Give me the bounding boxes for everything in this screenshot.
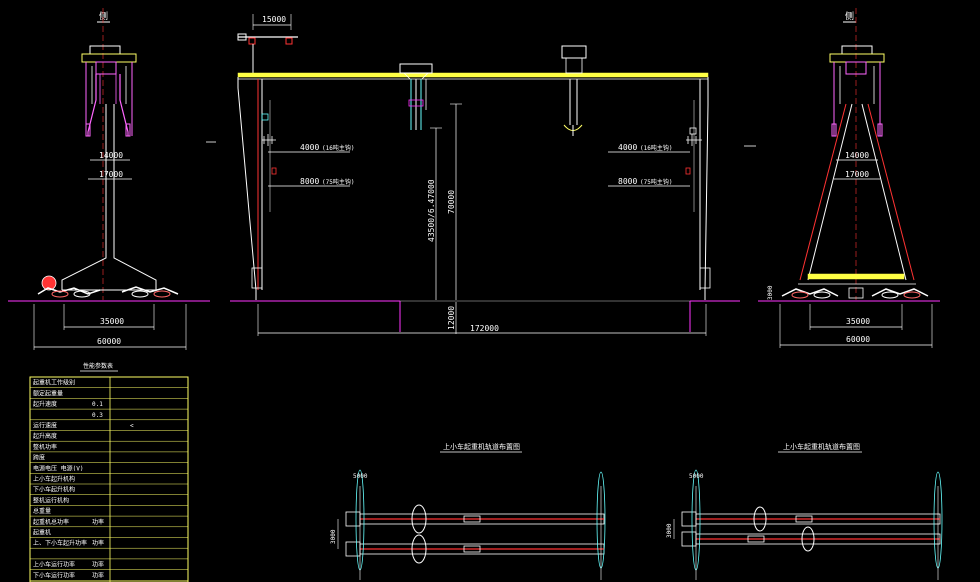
front-dim-8000-left-note: (75吨主钩): [322, 178, 354, 186]
left-side-view: 侧 14000 17000: [8, 8, 210, 350]
table-cell-unit: 功率: [92, 571, 104, 579]
front-dim-8000-right: 8000: [618, 177, 637, 186]
plan-right-dim-a: 5000: [689, 473, 704, 480]
table-cell-value: <: [130, 423, 134, 430]
table-cell-label: 起升高度: [33, 432, 57, 440]
left-view-mark: 侧: [99, 10, 108, 22]
front-dim-height-1: 43500/6.47000: [427, 179, 436, 242]
table-cell-label: 运行速度: [33, 422, 57, 430]
table-cell-label: 上、下小车起升功率: [33, 539, 87, 547]
table-cell-label: 起重机: [33, 529, 51, 537]
left-dim-35000: 35000: [100, 317, 124, 326]
right-view-mark: 侧: [845, 10, 854, 22]
front-dim-4000-left-note: (16吨主钩): [322, 144, 354, 152]
right-side-view: 侧 14000 17000 3000: [758, 8, 940, 348]
front-dim-4000-right-note: (16吨主钩): [640, 144, 672, 152]
right-dim-17000: 17000: [845, 170, 869, 179]
left-dim-17000: 17000: [99, 170, 123, 179]
table-cell-label: 上小车运行功率: [33, 561, 75, 569]
table-cell-unit: 0.3: [92, 412, 103, 419]
front-dim-4000-left: 4000: [300, 143, 319, 152]
table-cell-label: 跨度: [33, 454, 45, 462]
plan-right: 上小车起重机轨道布置图 5000 3000: [666, 442, 943, 580]
right-dim-14000: 14000: [845, 151, 869, 160]
table-cell-label: 下小车起升机构: [33, 486, 75, 494]
table-cell-unit: 0.1: [92, 401, 103, 408]
front-dim-8000-right-note: (75吨主钩): [640, 178, 672, 186]
plan-left-dim-a: 5000: [353, 473, 368, 480]
table-cell-label: 电源电压 电源(V): [33, 464, 83, 472]
plan-left: 上小车起重机轨道布置图 5000 3000: [330, 442, 606, 580]
table-cell-label: 起重机总功率: [33, 518, 69, 526]
front-dim-height-2: 70000: [447, 190, 456, 214]
table-cell-label: 起升速度: [33, 400, 57, 408]
table-cell-label: 整机功率: [33, 443, 57, 451]
plan-left-title: 上小车起重机轨道布置图: [443, 442, 520, 451]
front-dim-4000-right: 4000: [618, 143, 637, 152]
left-dim-60000: 60000: [97, 337, 121, 346]
table-title: 性能参数表: [83, 362, 113, 370]
table-cell-label: 总重量: [33, 507, 51, 515]
plan-right-title: 上小车起重机轨道布置图: [783, 442, 860, 451]
front-dim-trolley: 15000: [262, 15, 286, 24]
left-dim-14000: 14000: [99, 151, 123, 160]
table-cell-unit: 功率: [92, 561, 104, 569]
front-dim-base: 12000: [447, 306, 456, 330]
table-cell-label: 上小车起升机构: [33, 475, 75, 483]
table-cell-unit: 功率: [92, 518, 104, 526]
table-cell-label: 起重机工作级别: [33, 379, 75, 387]
right-dim-35000: 35000: [846, 317, 870, 326]
plan-right-dim-b: 3000: [666, 523, 673, 538]
right-dim-60000: 60000: [846, 335, 870, 344]
table-cell-label: 下小车运行功率: [33, 571, 75, 579]
table-cell-label: 额定起重量: [33, 389, 63, 397]
table-cell-unit: 功率: [92, 539, 104, 547]
table-cell-label: 整机运行机构: [33, 496, 69, 504]
front-dim-8000-left: 8000: [300, 177, 319, 186]
plan-left-dim-b: 3000: [330, 529, 337, 544]
front-dim-span: 172000: [470, 324, 499, 333]
front-view: 15000: [206, 14, 756, 336]
svg-text:3000: 3000: [767, 285, 774, 300]
